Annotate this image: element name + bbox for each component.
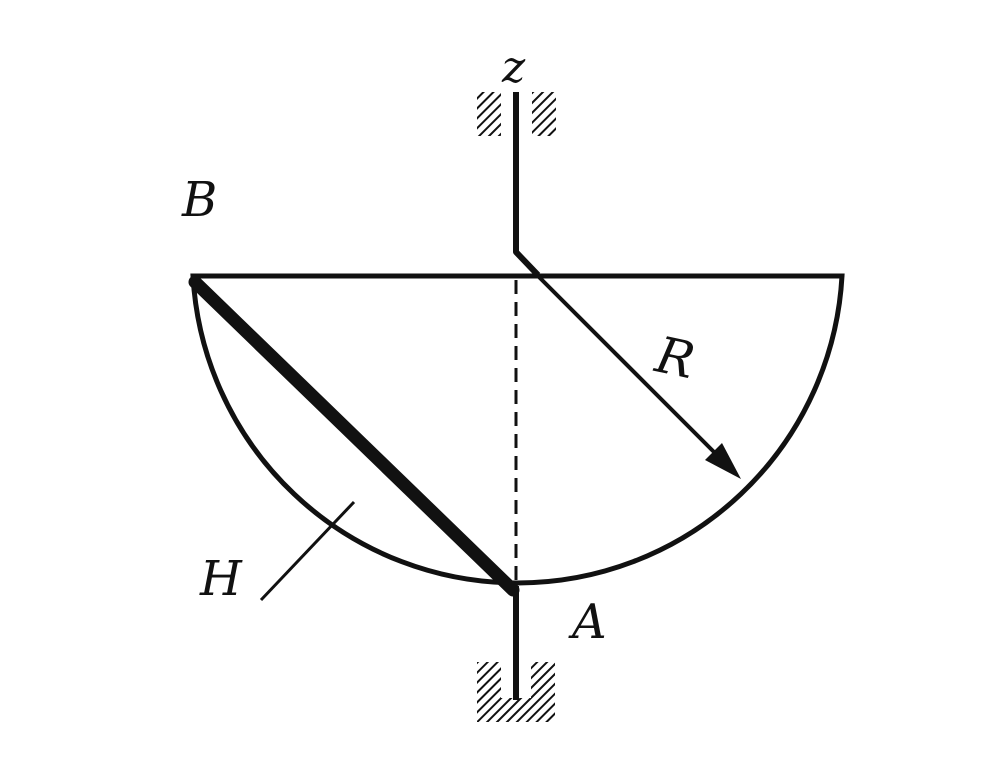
hemisphere-outline [190, 273, 845, 586]
tube-ba [188, 275, 520, 597]
point-b-label: B [181, 172, 217, 228]
tube-leader-line [259, 500, 356, 602]
radius-arrowhead [705, 443, 741, 479]
top-left-bearing [477, 92, 501, 136]
bottom-bearing [477, 662, 555, 722]
radius-arrow-line [526, 264, 724, 462]
tube-label: H [199, 551, 243, 607]
axis-label: z [501, 42, 526, 93]
point-a-label: A [568, 594, 607, 650]
top-right-bearing [532, 92, 556, 136]
radius-label: R [650, 325, 700, 390]
